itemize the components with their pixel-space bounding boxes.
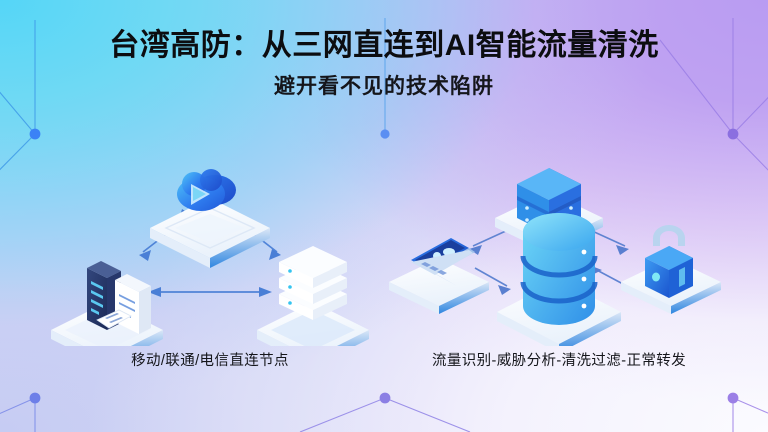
- panel-caption-left: 移动/联通/电信直连节点: [131, 353, 289, 369]
- network-node: [29, 392, 41, 404]
- cloud-platform-icon: [150, 169, 270, 268]
- network-node: [379, 392, 391, 404]
- document-server-icon: [51, 261, 163, 346]
- network-node: [727, 392, 739, 404]
- lock-shield-icon: [621, 225, 721, 314]
- direct-connect-diagram: [51, 169, 369, 346]
- header-block: 台湾高防：从三网直连到AI智能流量清洗 避开看不见的技术陷阱: [0, 26, 768, 102]
- database-cylinder-icon: [497, 213, 621, 346]
- network-node: [727, 128, 739, 140]
- network-node: [29, 128, 41, 140]
- page-title: 台湾高防：从三网直连到AI智能流量清洗: [109, 29, 659, 62]
- panel-direct-connect: 移动/联通/电信直连节点: [35, 134, 385, 398]
- laptop-icon: [389, 238, 489, 314]
- traffic-cleaning-diagram: [389, 168, 721, 346]
- server-stack-icon: [257, 246, 369, 346]
- panel-caption-right: 流量识别-威胁分析-清洗过滤-正常转发: [431, 353, 687, 369]
- page-subtitle: 避开看不见的技术陷阱: [274, 75, 494, 98]
- network-node: [380, 129, 390, 139]
- panel-traffic-cleaning: 流量识别-威胁分析-清洗过滤-正常转发: [385, 134, 733, 398]
